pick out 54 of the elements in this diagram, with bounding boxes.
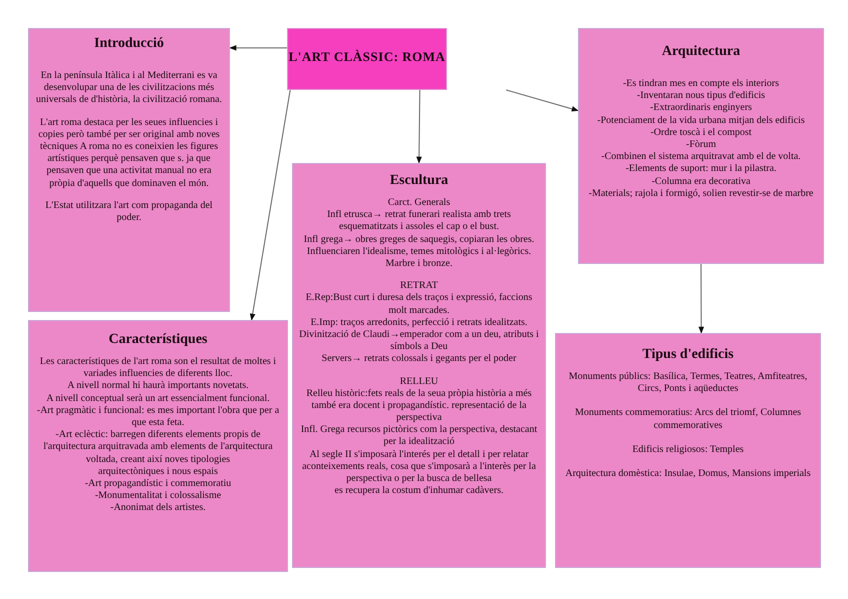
body-text: Infl. Grega recursos pictòrics com la perspectiva, destacant per la idealització bbox=[300, 424, 538, 449]
body-text: -Columna era decorativa bbox=[652, 176, 750, 188]
body-text: RETRAT bbox=[400, 280, 438, 292]
body-text: Monuments públics: Basílica, Termes, Teatres, Amfiteatres, Circs, Ponts i aqüeductes bbox=[568, 371, 808, 396]
body-text: Carct. Generals bbox=[388, 197, 450, 210]
topic-box bbox=[292, 163, 546, 568]
arrow bbox=[506, 90, 579, 112]
topic-box bbox=[578, 28, 824, 264]
body-text: E.Imp: traços arredonits, perfecció i retrats idealitzats. bbox=[310, 316, 528, 329]
body-text: E.Rep:Bust curt i duresa dels traços i expressió, faccions molt marcades. bbox=[304, 292, 534, 317]
body-text: L'art roma destaca per les seues influencies i copies però també per ser original amb noves tècniques A roma no es coneixien les figures artístiques perquè pensaven que s. ja que pensaven que una activitat manual no era pròpia d'aquells que dominaven el món. bbox=[37, 116, 221, 190]
body-text: -Inventaran nous tipus d'edificis bbox=[636, 90, 766, 102]
body-text: Infl grega→ obres greges de saquegis, copiaran les obres. Influenciaren l'idealisme, temes mitològics i al·legòrics. Marbre i bronze. bbox=[302, 234, 536, 270]
arrow bbox=[250, 90, 291, 321]
heading: Tipus d'edificis bbox=[642, 346, 734, 364]
body-text: -Materials; rajola i formigó, solien revestir-se de marbre bbox=[588, 188, 814, 200]
body-text: -Es tindran mes en compte els interiors bbox=[622, 78, 780, 90]
body-text: A nivell conceptual serà un art essencialment funcional. bbox=[46, 392, 270, 405]
arrow bbox=[229, 45, 288, 51]
topic-box bbox=[555, 333, 821, 568]
heading: Introducció bbox=[94, 35, 164, 52]
heading: Característiques bbox=[108, 331, 208, 348]
title: L'ART CLÀSSIC: ROMA bbox=[288, 49, 446, 65]
body-text: Servers→ retrats colossals i gegants per el poder bbox=[322, 353, 516, 366]
body-text: Divinització de Claudi→emperador com a un deu, atributs i símbols a Deu bbox=[299, 328, 539, 354]
body-text: -Monumentalitat i colossalisme bbox=[94, 490, 222, 502]
body-text: L'Estat utilitzara l'art com propaganda del poder. bbox=[44, 200, 214, 224]
body-text: es recupera la costum d'inhumar cadàvers. bbox=[334, 485, 504, 498]
title-box bbox=[287, 28, 447, 90]
body-text: arquitectòniques i nous espais bbox=[98, 466, 218, 478]
body-text: Les característiques de l'art roma son el resultat de moltes i variades influencies de diferents lloc. bbox=[38, 356, 278, 380]
topic-box bbox=[28, 320, 288, 572]
body-text: -Potenciament de la vida urbana mitjan dels edificis bbox=[597, 114, 805, 127]
body-text: Arquitectura domèstica: Insulae, Domus, Mansions imperials bbox=[565, 468, 811, 480]
body-text: -Fòrum bbox=[686, 139, 716, 152]
heading: Escultura bbox=[390, 172, 448, 190]
body-text: Infl etrusca→ retrat funerari realista amb trets esquematitzats i assoles el cap o el bust. bbox=[326, 209, 512, 234]
body-text: En la península Itàlica i al Mediterrani es va desenvolupar una de les civilitzacions més universals de d'història, la civilització romana. bbox=[35, 70, 223, 107]
body-text: Monuments commemoratius: Arcs del triomf, Columnes commemoratives bbox=[574, 407, 802, 432]
body-text: -Ordre toscà i el compost bbox=[650, 126, 752, 140]
body-text: RELLEU bbox=[400, 376, 438, 388]
body-text: A nivell normal hi haurà importants novetats. bbox=[67, 380, 249, 393]
arrow bbox=[416, 90, 422, 164]
topic-box bbox=[28, 28, 230, 312]
body-text: -Art propagandístic i commemoratiu bbox=[84, 478, 232, 490]
arrow bbox=[698, 264, 704, 334]
body-text: -Combinen el sistema arquitravat amb el de volta. bbox=[601, 151, 801, 164]
body-text: -Art pragmàtic i funcional: es mes important l'obra que per a que esta feta. bbox=[36, 404, 280, 430]
body-text: -Elements de suport: mur i la pilastra. bbox=[626, 163, 776, 176]
heading: Arquitectura bbox=[662, 43, 740, 60]
body-text: Relleu històric:fets reals de la seua pròpia història a més també era docent i propagandístic. representació de la perspectiva bbox=[305, 388, 533, 424]
body-text: Edificis religiosos: Temples bbox=[632, 444, 744, 456]
body-text: -Extraordinaris enginyers bbox=[650, 102, 752, 115]
body-text: -Anonimat dels artistes. bbox=[110, 502, 206, 515]
